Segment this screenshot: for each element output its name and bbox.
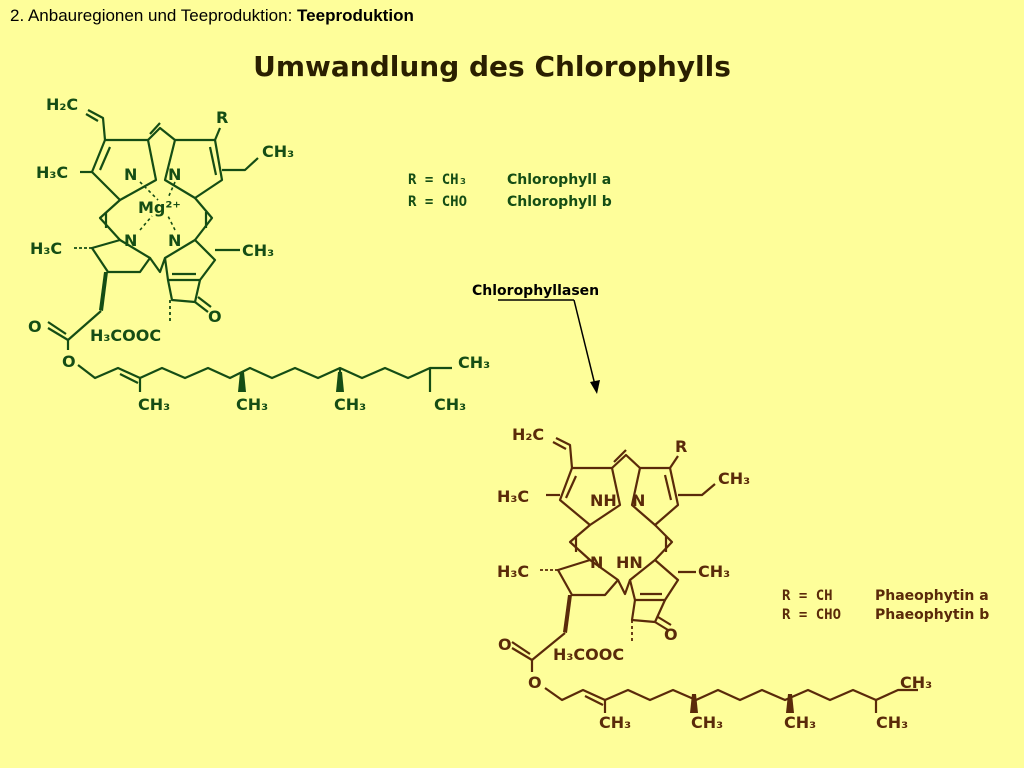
chlorophyll-labels: H₂C R CH₃ H₃C N N Mg²⁺ N N H₃C CH₃ O O H…	[28, 95, 490, 414]
phae-h3cooc: H₃COOC	[553, 645, 624, 664]
phae-n-top: N	[632, 491, 645, 510]
chl-h3c-left: H₃C	[36, 163, 68, 182]
phae-ch3-right: CH₃	[698, 562, 730, 581]
chl-n3: N	[124, 231, 137, 250]
chl-ch3-ethyl: CH₃	[262, 142, 294, 161]
chl-n1: N	[124, 165, 137, 184]
chl-n2: N	[168, 165, 181, 184]
phae-ch3-tail-1: CH₃	[599, 713, 631, 732]
chl-ch3-tail-3: CH₃	[334, 395, 366, 414]
chl-legend-r-a: R = CH₃	[408, 172, 467, 188]
arrow-head-icon	[590, 380, 600, 394]
phae-legend-r-a: R = CH	[782, 588, 833, 604]
phae-ch3-tail-3: CH₃	[784, 713, 816, 732]
phae-o-ketone: O	[664, 625, 678, 644]
phaeophytin-legend: R = CH Phaeophytin a R = CHO Phaeophytin…	[782, 588, 989, 623]
header-prefix: 2. Anbauregionen und Teeproduktion:	[10, 6, 298, 25]
chl-o-ester-c: O	[28, 317, 42, 336]
chl-h3cooc: H₃COOC	[90, 326, 161, 345]
phae-legend-name-a: Phaeophytin a	[875, 588, 989, 604]
chl-n4: N	[168, 231, 181, 250]
chl-ch3-tail-1: CH₃	[138, 395, 170, 414]
chl-h2c: H₂C	[46, 95, 78, 114]
phae-h3c-lower: H₃C	[497, 562, 529, 581]
phaeophytin-molecule	[511, 437, 918, 713]
phae-ch3-tail-end: CH₃	[900, 673, 932, 692]
phae-h2c: H₂C	[512, 425, 544, 444]
header-topic: Teeproduktion	[297, 6, 414, 25]
phae-o-ester: O	[528, 673, 542, 692]
chl-r: R	[216, 108, 228, 127]
phae-hn: HN	[616, 553, 643, 572]
chl-ch3-tail-4: CH₃	[434, 395, 466, 414]
chl-h3c-lower: H₃C	[30, 239, 62, 258]
enzyme-label: Chlorophyllasen	[472, 283, 599, 299]
phae-ch3-tail-2: CH₃	[691, 713, 723, 732]
phae-o-ester-c: O	[498, 635, 512, 654]
chl-ch3-tail-2: CH₃	[236, 395, 268, 414]
reaction-arrow: Chlorophyllasen	[472, 283, 600, 394]
phae-h3c-left: H₃C	[497, 487, 529, 506]
chl-ch3-right: CH₃	[242, 241, 274, 260]
chl-o-ketone: O	[208, 307, 222, 326]
phae-nh: NH	[590, 491, 617, 510]
slide-title: Umwandlung des Chlorophylls	[253, 50, 731, 83]
phae-ch3-ethyl: CH₃	[718, 469, 750, 488]
chl-mg: Mg²⁺	[138, 198, 181, 217]
phae-legend-name-b: Phaeophytin b	[875, 607, 989, 623]
chl-legend-r-b: R = CHO	[408, 194, 467, 210]
phae-legend-r-b: R = CHO	[782, 607, 841, 623]
phae-ch3-tail-4: CH₃	[876, 713, 908, 732]
chl-legend-name-b: Chlorophyll b	[507, 194, 612, 210]
chlorophyll-legend: R = CH₃ Chlorophyll a R = CHO Chlorophyl…	[408, 172, 612, 210]
chlorophyll-molecule	[47, 109, 452, 392]
chl-legend-name-a: Chlorophyll a	[507, 172, 611, 188]
phaeophytin-labels: H₂C R CH₃ H₃C NH N N HN H₃C CH₃ O O H₃CO…	[497, 425, 932, 732]
phae-r: R	[675, 437, 687, 456]
phae-n-bottom: N	[590, 553, 603, 572]
chl-o-ester: O	[62, 352, 76, 371]
chl-ch3-tail-end: CH₃	[458, 353, 490, 372]
slide-header: 2. Anbauregionen und Teeproduktion: Teep…	[10, 6, 414, 26]
